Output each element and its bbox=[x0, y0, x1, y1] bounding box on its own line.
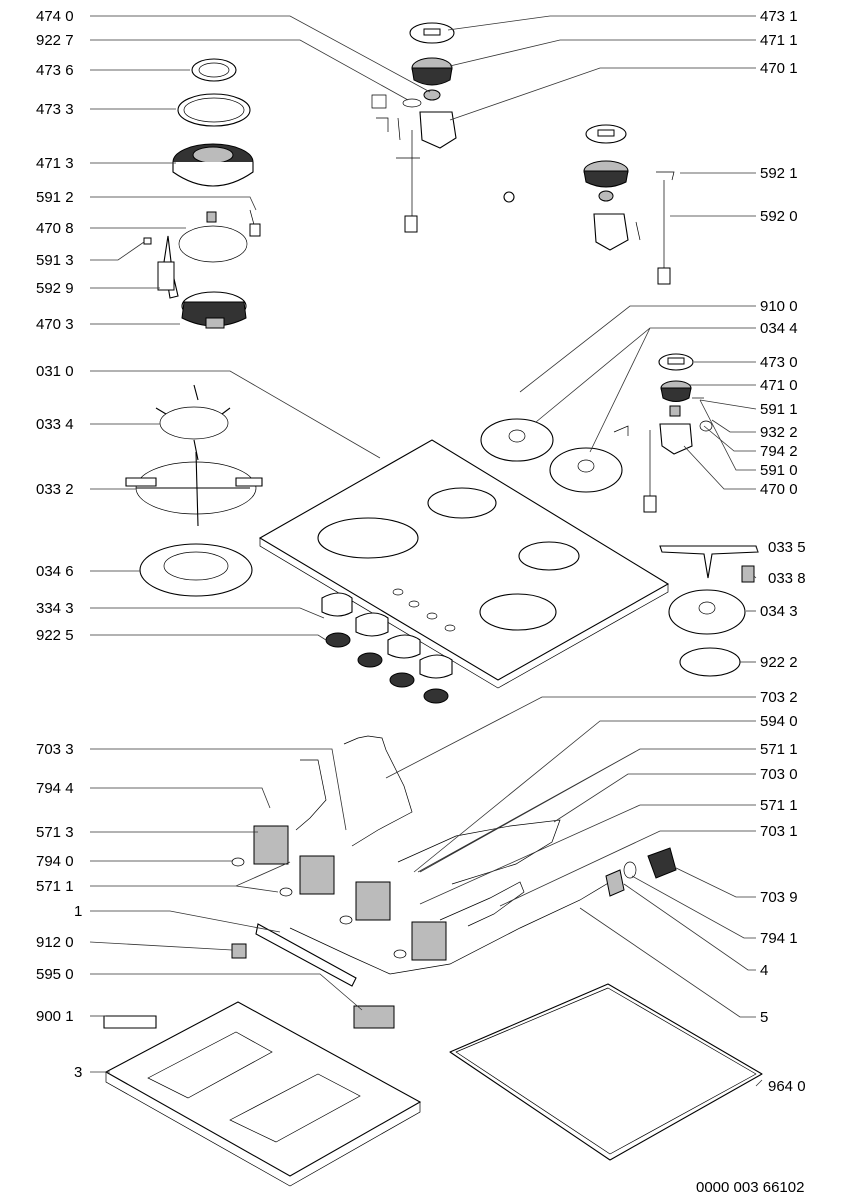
base-frame bbox=[104, 1001, 422, 1187]
label-033-5: 033 5 bbox=[768, 539, 806, 556]
left-burner-stack bbox=[143, 58, 261, 329]
label-034-6: 034 6 bbox=[36, 563, 74, 580]
label-471-1: 471 1 bbox=[760, 32, 798, 49]
label-571-3: 571 3 bbox=[36, 824, 74, 841]
right-middle-burner-stack bbox=[480, 191, 713, 513]
label-912-0: 912 0 bbox=[36, 934, 74, 951]
label-571-1-right-a: 571 1 bbox=[760, 741, 798, 758]
leader-lines bbox=[89, 15, 763, 1087]
seal-gasket bbox=[449, 983, 763, 1161]
label-591-2: 591 2 bbox=[36, 189, 74, 206]
label-900-1: 900 1 bbox=[36, 1008, 74, 1025]
small-parts-left bbox=[103, 923, 395, 1029]
label-571-1-right-b: 571 1 bbox=[760, 797, 798, 814]
label-3: 3 bbox=[74, 1064, 82, 1081]
label-473-1: 473 1 bbox=[760, 8, 798, 25]
left-pan-supports bbox=[125, 384, 263, 597]
label-922-7: 922 7 bbox=[36, 32, 74, 49]
label-592-1: 592 1 bbox=[760, 165, 798, 182]
label-334-3: 334 3 bbox=[36, 600, 74, 617]
label-910-0: 910 0 bbox=[760, 298, 798, 315]
label-4: 4 bbox=[760, 962, 768, 979]
label-964-0: 964 0 bbox=[768, 1078, 806, 1095]
label-034-3: 034 3 bbox=[760, 603, 798, 620]
right-pan-support bbox=[659, 545, 759, 677]
label-594-0: 594 0 bbox=[760, 713, 798, 730]
label-473-3: 473 3 bbox=[36, 101, 74, 118]
label-703-3: 703 3 bbox=[36, 741, 74, 758]
label-470-3: 470 3 bbox=[36, 316, 74, 333]
gas-pipes bbox=[289, 735, 611, 975]
hob-top-panel bbox=[258, 439, 670, 689]
label-794-0: 794 0 bbox=[36, 853, 74, 870]
label-591-3: 591 3 bbox=[36, 252, 74, 269]
label-473-6: 473 6 bbox=[36, 62, 74, 79]
label-033-2: 033 2 bbox=[36, 481, 74, 498]
label-595-0: 595 0 bbox=[36, 966, 74, 983]
label-034-4: 034 4 bbox=[760, 320, 798, 337]
parts-drawings bbox=[103, 22, 763, 1187]
inlet-fittings bbox=[605, 847, 677, 897]
label-571-1-left: 571 1 bbox=[36, 878, 74, 895]
label-470-1: 470 1 bbox=[760, 60, 798, 77]
right-top-burner-stack bbox=[583, 124, 675, 285]
label-703-2: 703 2 bbox=[760, 689, 798, 706]
right-labels: 473 1 471 1 470 1 592 1 592 0 910 0 034 … bbox=[760, 8, 806, 1095]
label-592-9: 592 9 bbox=[36, 280, 74, 297]
label-932-2: 932 2 bbox=[760, 424, 798, 441]
label-794-1: 794 1 bbox=[760, 930, 798, 947]
label-794-2: 794 2 bbox=[760, 443, 798, 460]
label-703-0: 703 0 bbox=[760, 766, 798, 783]
label-470-8: 470 8 bbox=[36, 220, 74, 237]
label-922-2: 922 2 bbox=[760, 654, 798, 671]
label-471-3: 471 3 bbox=[36, 155, 74, 172]
label-031-0: 031 0 bbox=[36, 363, 74, 380]
label-591-1: 591 1 bbox=[760, 401, 798, 418]
label-703-1: 703 1 bbox=[760, 823, 798, 840]
label-591-0: 591 0 bbox=[760, 462, 798, 479]
label-1: 1 bbox=[74, 903, 82, 920]
label-474-0: 474 0 bbox=[36, 8, 74, 25]
top-centre-burner-stack bbox=[371, 22, 457, 233]
label-5: 5 bbox=[760, 1009, 768, 1026]
label-471-0: 471 0 bbox=[760, 377, 798, 394]
label-703-9: 703 9 bbox=[760, 889, 798, 906]
label-592-0: 592 0 bbox=[760, 208, 798, 225]
label-470-0: 470 0 bbox=[760, 481, 798, 498]
label-922-5: 922 5 bbox=[36, 627, 74, 644]
label-473-0: 473 0 bbox=[760, 354, 798, 371]
document-number: 0000 003 66102 bbox=[696, 1179, 804, 1196]
label-794-4: 794 4 bbox=[36, 780, 74, 797]
control-knobs bbox=[321, 592, 453, 704]
left-labels: 474 0 922 7 473 6 473 3 471 3 591 2 470 … bbox=[36, 8, 82, 1081]
gas-valves bbox=[231, 825, 447, 961]
label-033-4: 033 4 bbox=[36, 416, 74, 433]
label-033-8: 033 8 bbox=[768, 570, 806, 587]
